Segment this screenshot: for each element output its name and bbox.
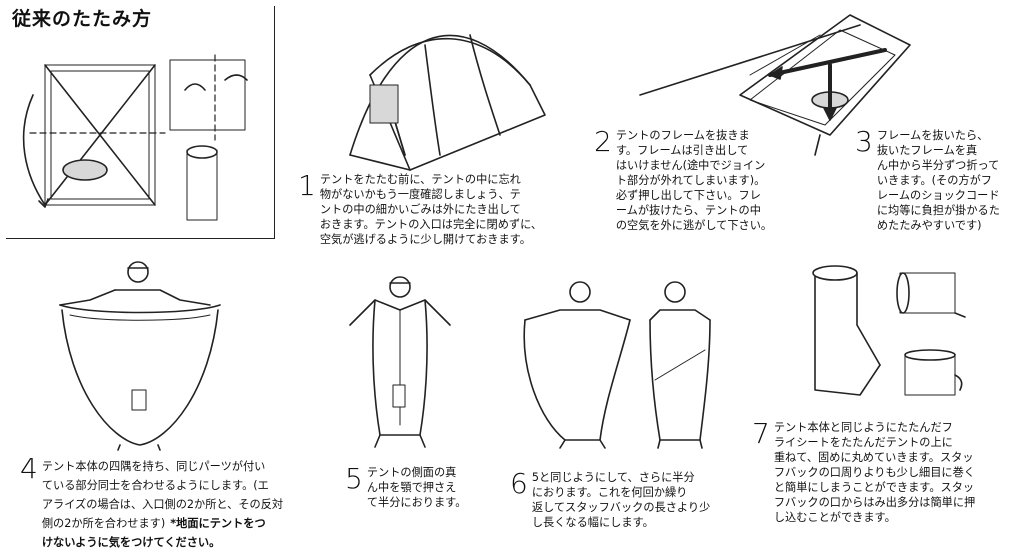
tent-icon	[349, 34, 546, 171]
step-text: テントの側面の真 ん中を顎で押さえ て半分におります。	[366, 466, 467, 509]
step-text: テントのフレームを抜きま す。フレームは引き出して はいけません(途中でジョイン…	[615, 129, 773, 232]
step-text: テントをたたむ前に、テントの中に忘れ 物がないかもう一度確認しましょう、テ ント…	[319, 173, 543, 246]
step-2: 2 テントのフレームを抜きま す。フレームは引き出して はいけません(途中でジョ…	[594, 128, 772, 233]
step-number: 4	[20, 452, 38, 485]
step-number: 5	[345, 462, 363, 495]
step-3: 3 フレームを抜いたら、 抜いたフレームを真 ん中から半分ずつ折って いきます。…	[855, 128, 1000, 233]
person-folding-quarter-icon	[523, 281, 711, 449]
person-folding-half-icon	[349, 276, 451, 448]
step-number: 7	[752, 417, 770, 450]
step-1: 1 テントをたたむ前に、テントの中に忘れ 物がないかもう一度確認しましょう、テ …	[298, 172, 542, 247]
step-4: 4 テント本体の四隅を持ち、同じパーツが付い ている部分同士を合わせるようにしま…	[20, 455, 283, 550]
step-number: 6	[510, 467, 528, 500]
step-text: テント本体の四隅を持ち、同じパーツが付い ている部分同士を合わせるようにします。…	[41, 460, 284, 530]
rolled-tent-icon	[812, 265, 966, 396]
step-text: フレームを抜いたら、 抜いたフレームを真 ん中から半分ずつ折って いきます。(そ…	[876, 129, 1000, 232]
step-5: 5 テントの側面の真 ん中を顎で押さえ て半分におります。	[345, 465, 466, 510]
step-text: テント本体と同じようにたたんだフ ライシートをたたんだテントの上に 重ねて、固め…	[773, 421, 976, 524]
step-7: 7 テント本体と同じようにたたんだフ ライシートをたたんだテントの上に 重ねて、…	[752, 420, 975, 525]
frame-removal-icon	[639, 14, 911, 156]
step-warning: *地面にテントをつ けないように気をつけてください。	[41, 517, 266, 549]
page-title: 従来のたたみ方	[12, 8, 153, 30]
step-6: 6 5と同じようにして、さらに半分 におります。これを何回か繰り 返してスタッフ…	[510, 470, 710, 530]
step-number: 1	[298, 169, 316, 202]
step-number: 2	[594, 125, 612, 158]
person-holding-tent-icon	[59, 261, 221, 451]
fold-diagram-icon	[22, 54, 248, 221]
stuff-sack-icon	[904, 349, 963, 396]
step-text: 5と同じようにして、さらに半分 におります。これを何回か繰り 返してスタッフバッ…	[531, 471, 711, 529]
step-number: 3	[855, 125, 873, 158]
conventional-method-box	[6, 6, 275, 239]
